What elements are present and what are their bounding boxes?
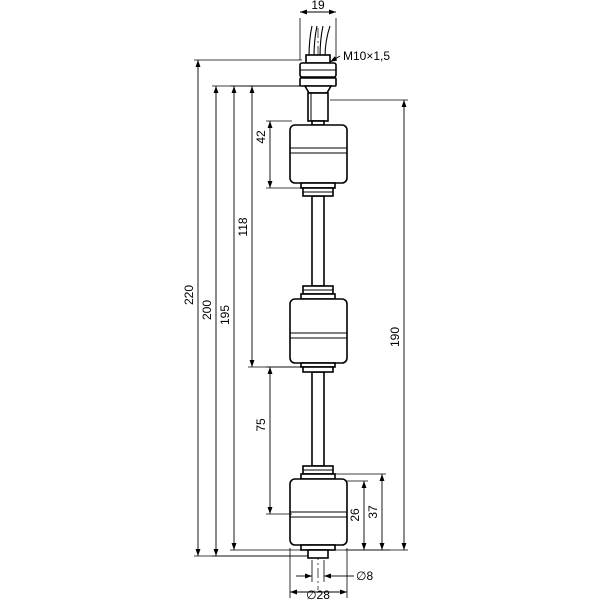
rod-middle	[311, 371, 325, 467]
dim-rod-diameter-label: ∅8	[356, 569, 373, 583]
dim-thread-label: M10×1,5	[343, 49, 390, 63]
float-upper	[289, 120, 348, 197]
dimension-lines	[195, 9, 407, 595]
dim-37-label: 37	[366, 505, 380, 519]
dim-190-label: 190	[388, 327, 402, 347]
dim-top-width-label: 19	[311, 0, 325, 12]
cable-wires	[308, 25, 331, 58]
dim-75-label: 75	[254, 418, 268, 432]
dim-42-label: 42	[254, 130, 268, 144]
dimension-labels: 19 M10×1,5 220 200 195 118 42 75 190 26 …	[182, 0, 402, 600]
dim-26-label: 26	[348, 508, 362, 522]
float-lower	[289, 465, 348, 559]
cable-gland	[299, 54, 337, 94]
dim-float-diameter-label: ∅28	[306, 588, 330, 600]
dim-195-label: 195	[218, 305, 232, 325]
dim-118-label: 118	[236, 217, 250, 236]
dim-200-label: 200	[200, 300, 214, 320]
float-middle	[289, 285, 348, 373]
dim-220-label: 220	[182, 285, 196, 305]
rod-upper	[311, 195, 325, 287]
